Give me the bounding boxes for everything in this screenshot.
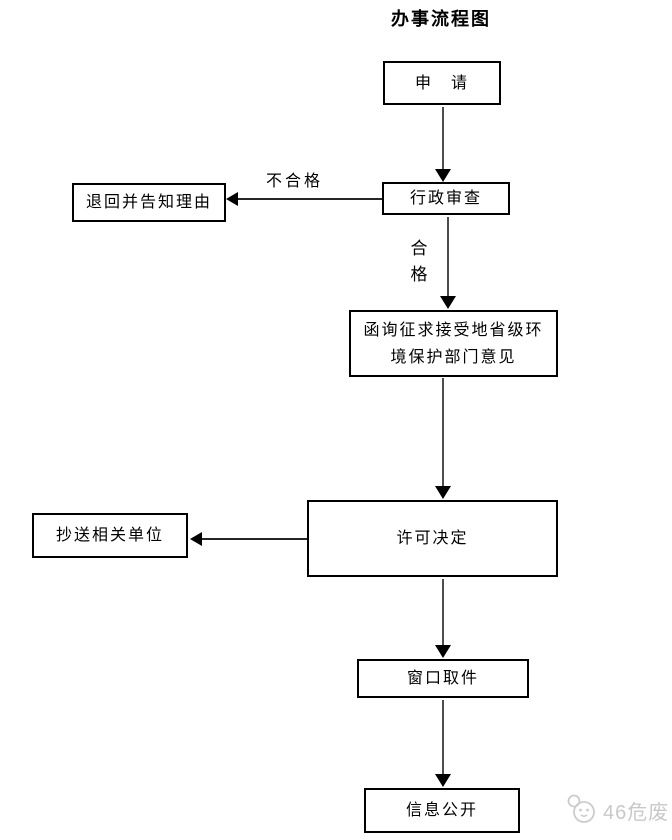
node-permit-decision: 许可决定 bbox=[307, 500, 558, 577]
edge-decision-to-pickup-line bbox=[442, 579, 444, 647]
edge-review-to-reject-arrowhead-icon bbox=[226, 192, 238, 206]
node-window-pickup: 窗口取件 bbox=[357, 659, 529, 698]
node-return-with-reasons-label: 退回并告知理由 bbox=[85, 194, 212, 211]
edge-apply-to-review-line bbox=[442, 107, 444, 170]
node-consult-provincial-dept-label: 函询征求接受地省级环境保护部门意见 bbox=[363, 321, 544, 366]
node-apply-label: 申 请 bbox=[414, 74, 469, 92]
edge-pickup-to-publish-arrowhead-icon bbox=[435, 774, 451, 787]
node-window-pickup-label: 窗口取件 bbox=[406, 670, 479, 687]
edge-pickup-to-publish-line bbox=[442, 700, 444, 776]
node-information-disclosure: 信息公开 bbox=[364, 788, 520, 833]
edge-apply-to-review-arrowhead-icon bbox=[435, 169, 451, 182]
edge-decision-to-pickup-arrowhead-icon bbox=[435, 645, 451, 658]
watermark-text: 46危废 bbox=[603, 801, 670, 824]
watermark: 46危废 bbox=[566, 793, 669, 827]
edge-label-unqualified: 不合格 bbox=[266, 173, 324, 190]
edge-review-to-consult-arrowhead-icon bbox=[440, 296, 456, 309]
node-apply: 申 请 bbox=[383, 61, 501, 105]
page-title: 办事流程图 bbox=[391, 9, 491, 29]
edge-review-to-reject-line bbox=[237, 198, 382, 200]
edge-consult-to-decision-line bbox=[442, 378, 444, 488]
node-return-with-reasons: 退回并告知理由 bbox=[72, 183, 226, 222]
edge-decision-to-copy-line bbox=[201, 538, 307, 540]
edge-label-qualified: 合格 bbox=[410, 239, 428, 284]
edge-consult-to-decision-arrowhead-icon bbox=[435, 486, 451, 499]
node-copy-to-related-units-label: 抄送相关单位 bbox=[55, 527, 164, 544]
node-administrative-review-label: 行政审查 bbox=[409, 190, 482, 207]
edge-decision-to-copy-arrowhead-icon bbox=[190, 532, 202, 546]
edge-review-to-consult-line bbox=[447, 217, 449, 298]
node-consult-provincial-dept: 函询征求接受地省级环境保护部门意见 bbox=[349, 310, 558, 377]
46-hazwaste-mascot-logo-icon bbox=[566, 793, 598, 827]
node-permit-decision-label: 许可决定 bbox=[396, 530, 469, 547]
node-administrative-review: 行政审查 bbox=[382, 182, 510, 215]
node-copy-to-related-units: 抄送相关单位 bbox=[32, 513, 188, 558]
node-information-disclosure-label: 信息公开 bbox=[405, 802, 478, 819]
